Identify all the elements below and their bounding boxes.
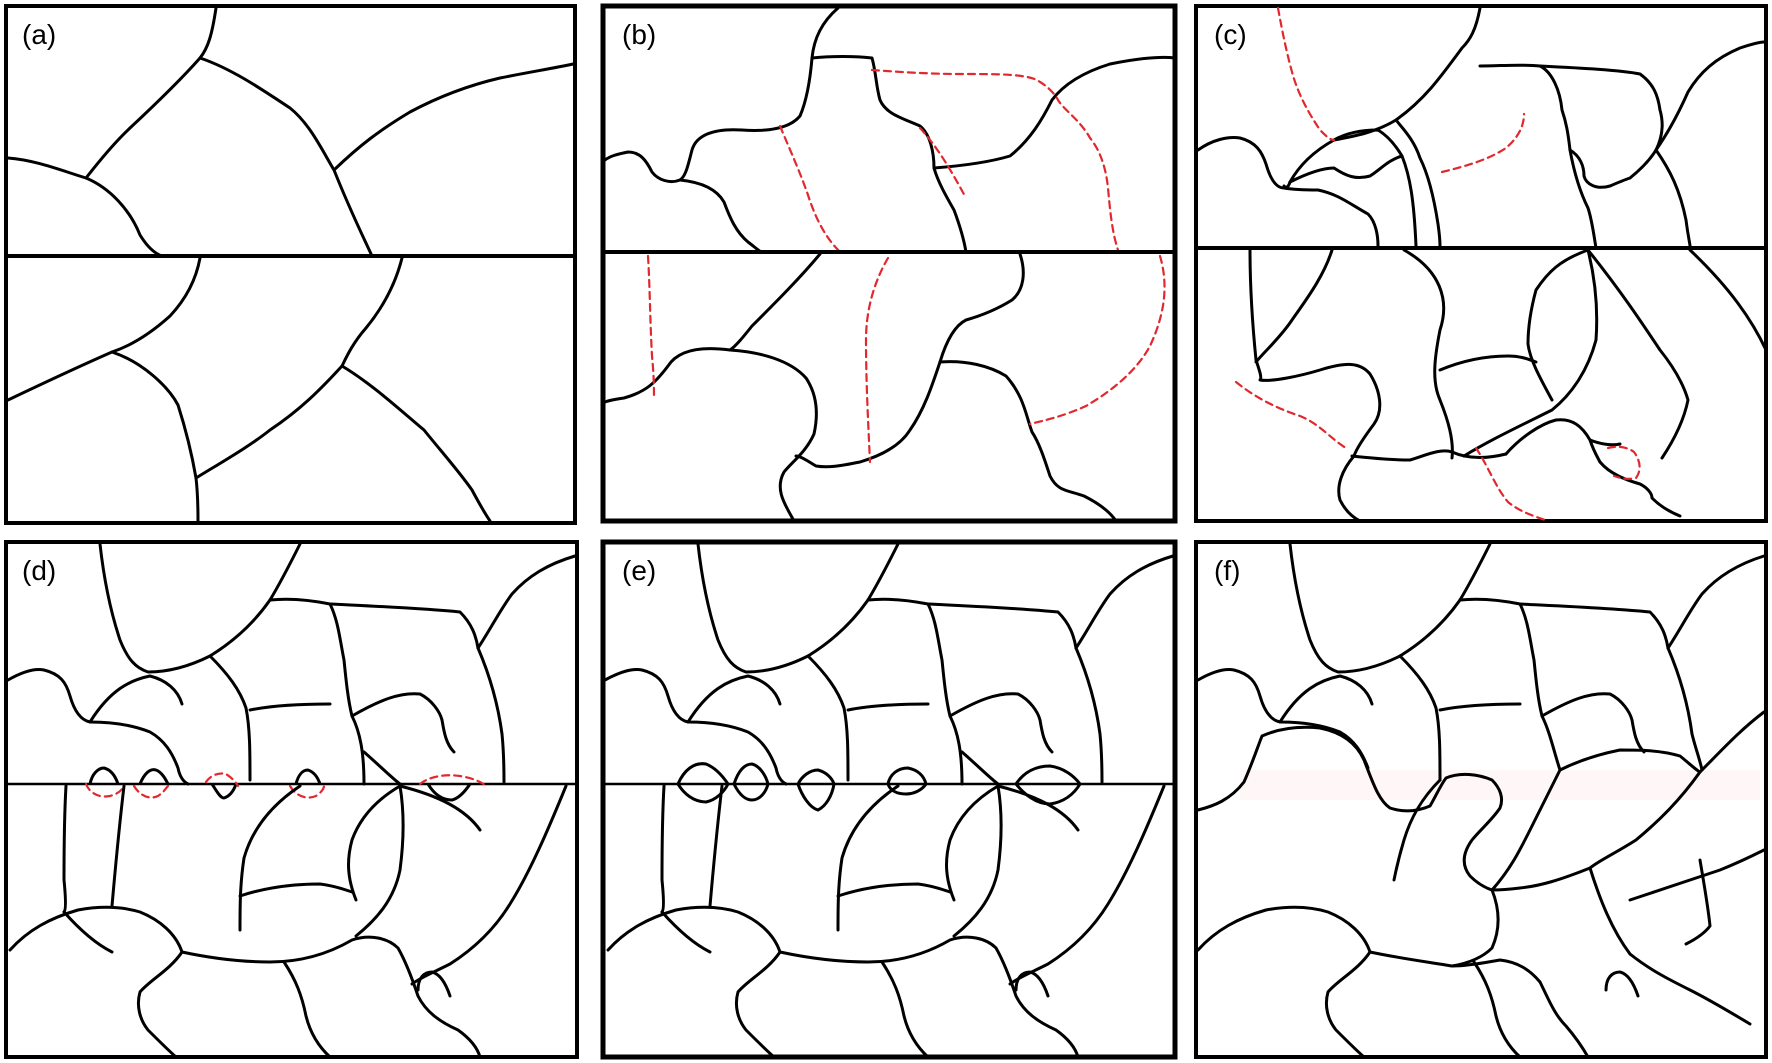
panel-b-frame <box>600 3 1178 524</box>
panel-e: (e) <box>600 539 1178 1060</box>
panel-a: (a) <box>4 4 577 525</box>
panel-c-label: (c) <box>1214 19 1247 50</box>
panel-a-grain-boundaries <box>4 6 577 523</box>
panel-c-frame <box>1194 4 1768 523</box>
panel-f-label: (f) <box>1214 555 1240 586</box>
panel-b: (b) <box>600 3 1178 524</box>
panel-e-frame <box>600 539 1178 1060</box>
panel-d: (d) <box>4 540 579 1059</box>
panel-c-grain-boundaries <box>1194 6 1768 523</box>
panel-a-frame <box>4 4 577 525</box>
panel-e-grain-boundaries <box>603 542 1175 1059</box>
panel-d-grain-boundaries <box>6 542 577 1059</box>
panel-f-grain-boundaries <box>1196 542 1766 1059</box>
panel-a-label: (a) <box>22 19 56 50</box>
panel-b-grain-boundaries <box>601 6 1177 523</box>
panel-e-label: (e) <box>622 555 656 586</box>
panel-d-frame <box>4 540 579 1059</box>
panel-c: (c) <box>1194 4 1768 523</box>
panel-d-label: (d) <box>22 555 56 586</box>
panel-b-label: (b) <box>622 19 656 50</box>
panel-f: (f) <box>1194 540 1768 1059</box>
